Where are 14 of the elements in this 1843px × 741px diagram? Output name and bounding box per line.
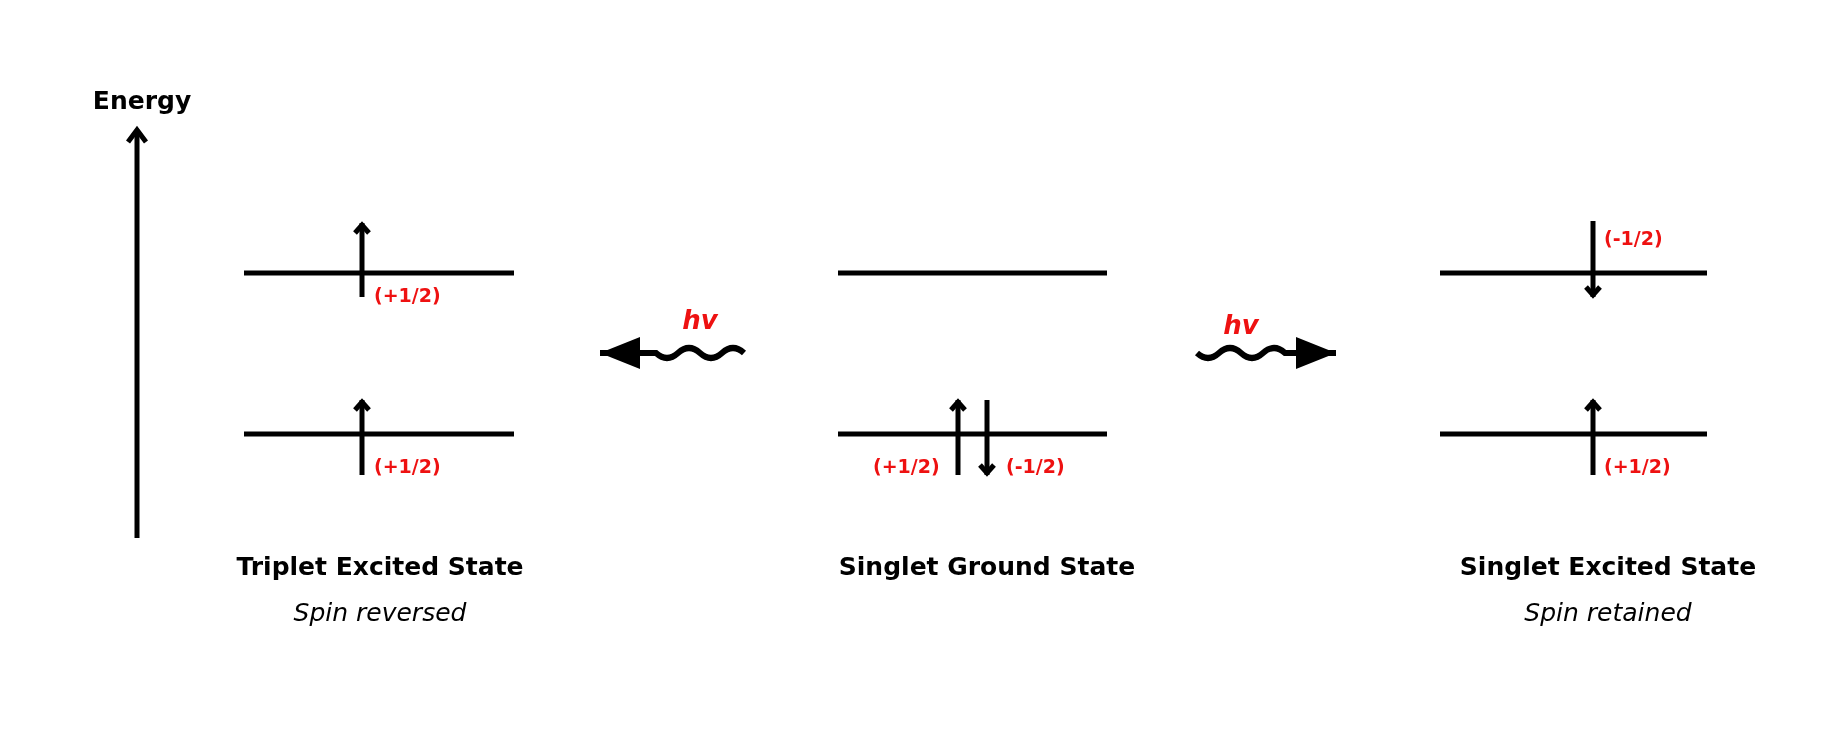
wavy-arrow bbox=[600, 337, 746, 369]
state-subtitle: Spin reversed bbox=[293, 598, 467, 627]
spin-label: (-1/2) bbox=[1604, 227, 1663, 249]
spin-label: (+1/2) bbox=[374, 455, 441, 477]
state-subtitle: Spin retained bbox=[1524, 598, 1692, 627]
spin-label: (+1/2) bbox=[873, 455, 940, 477]
state-title: Singlet Ground State bbox=[838, 552, 1136, 581]
spin-label: (-1/2) bbox=[1006, 455, 1065, 477]
state-title: Triplet Excited State bbox=[236, 552, 524, 581]
wavy-arrow bbox=[1195, 337, 1336, 369]
axis-label: Energy bbox=[92, 86, 192, 115]
spin-label: (+1/2) bbox=[374, 284, 441, 306]
state-title: Singlet Excited State bbox=[1459, 552, 1757, 581]
spin-label: (+1/2) bbox=[1604, 455, 1671, 477]
